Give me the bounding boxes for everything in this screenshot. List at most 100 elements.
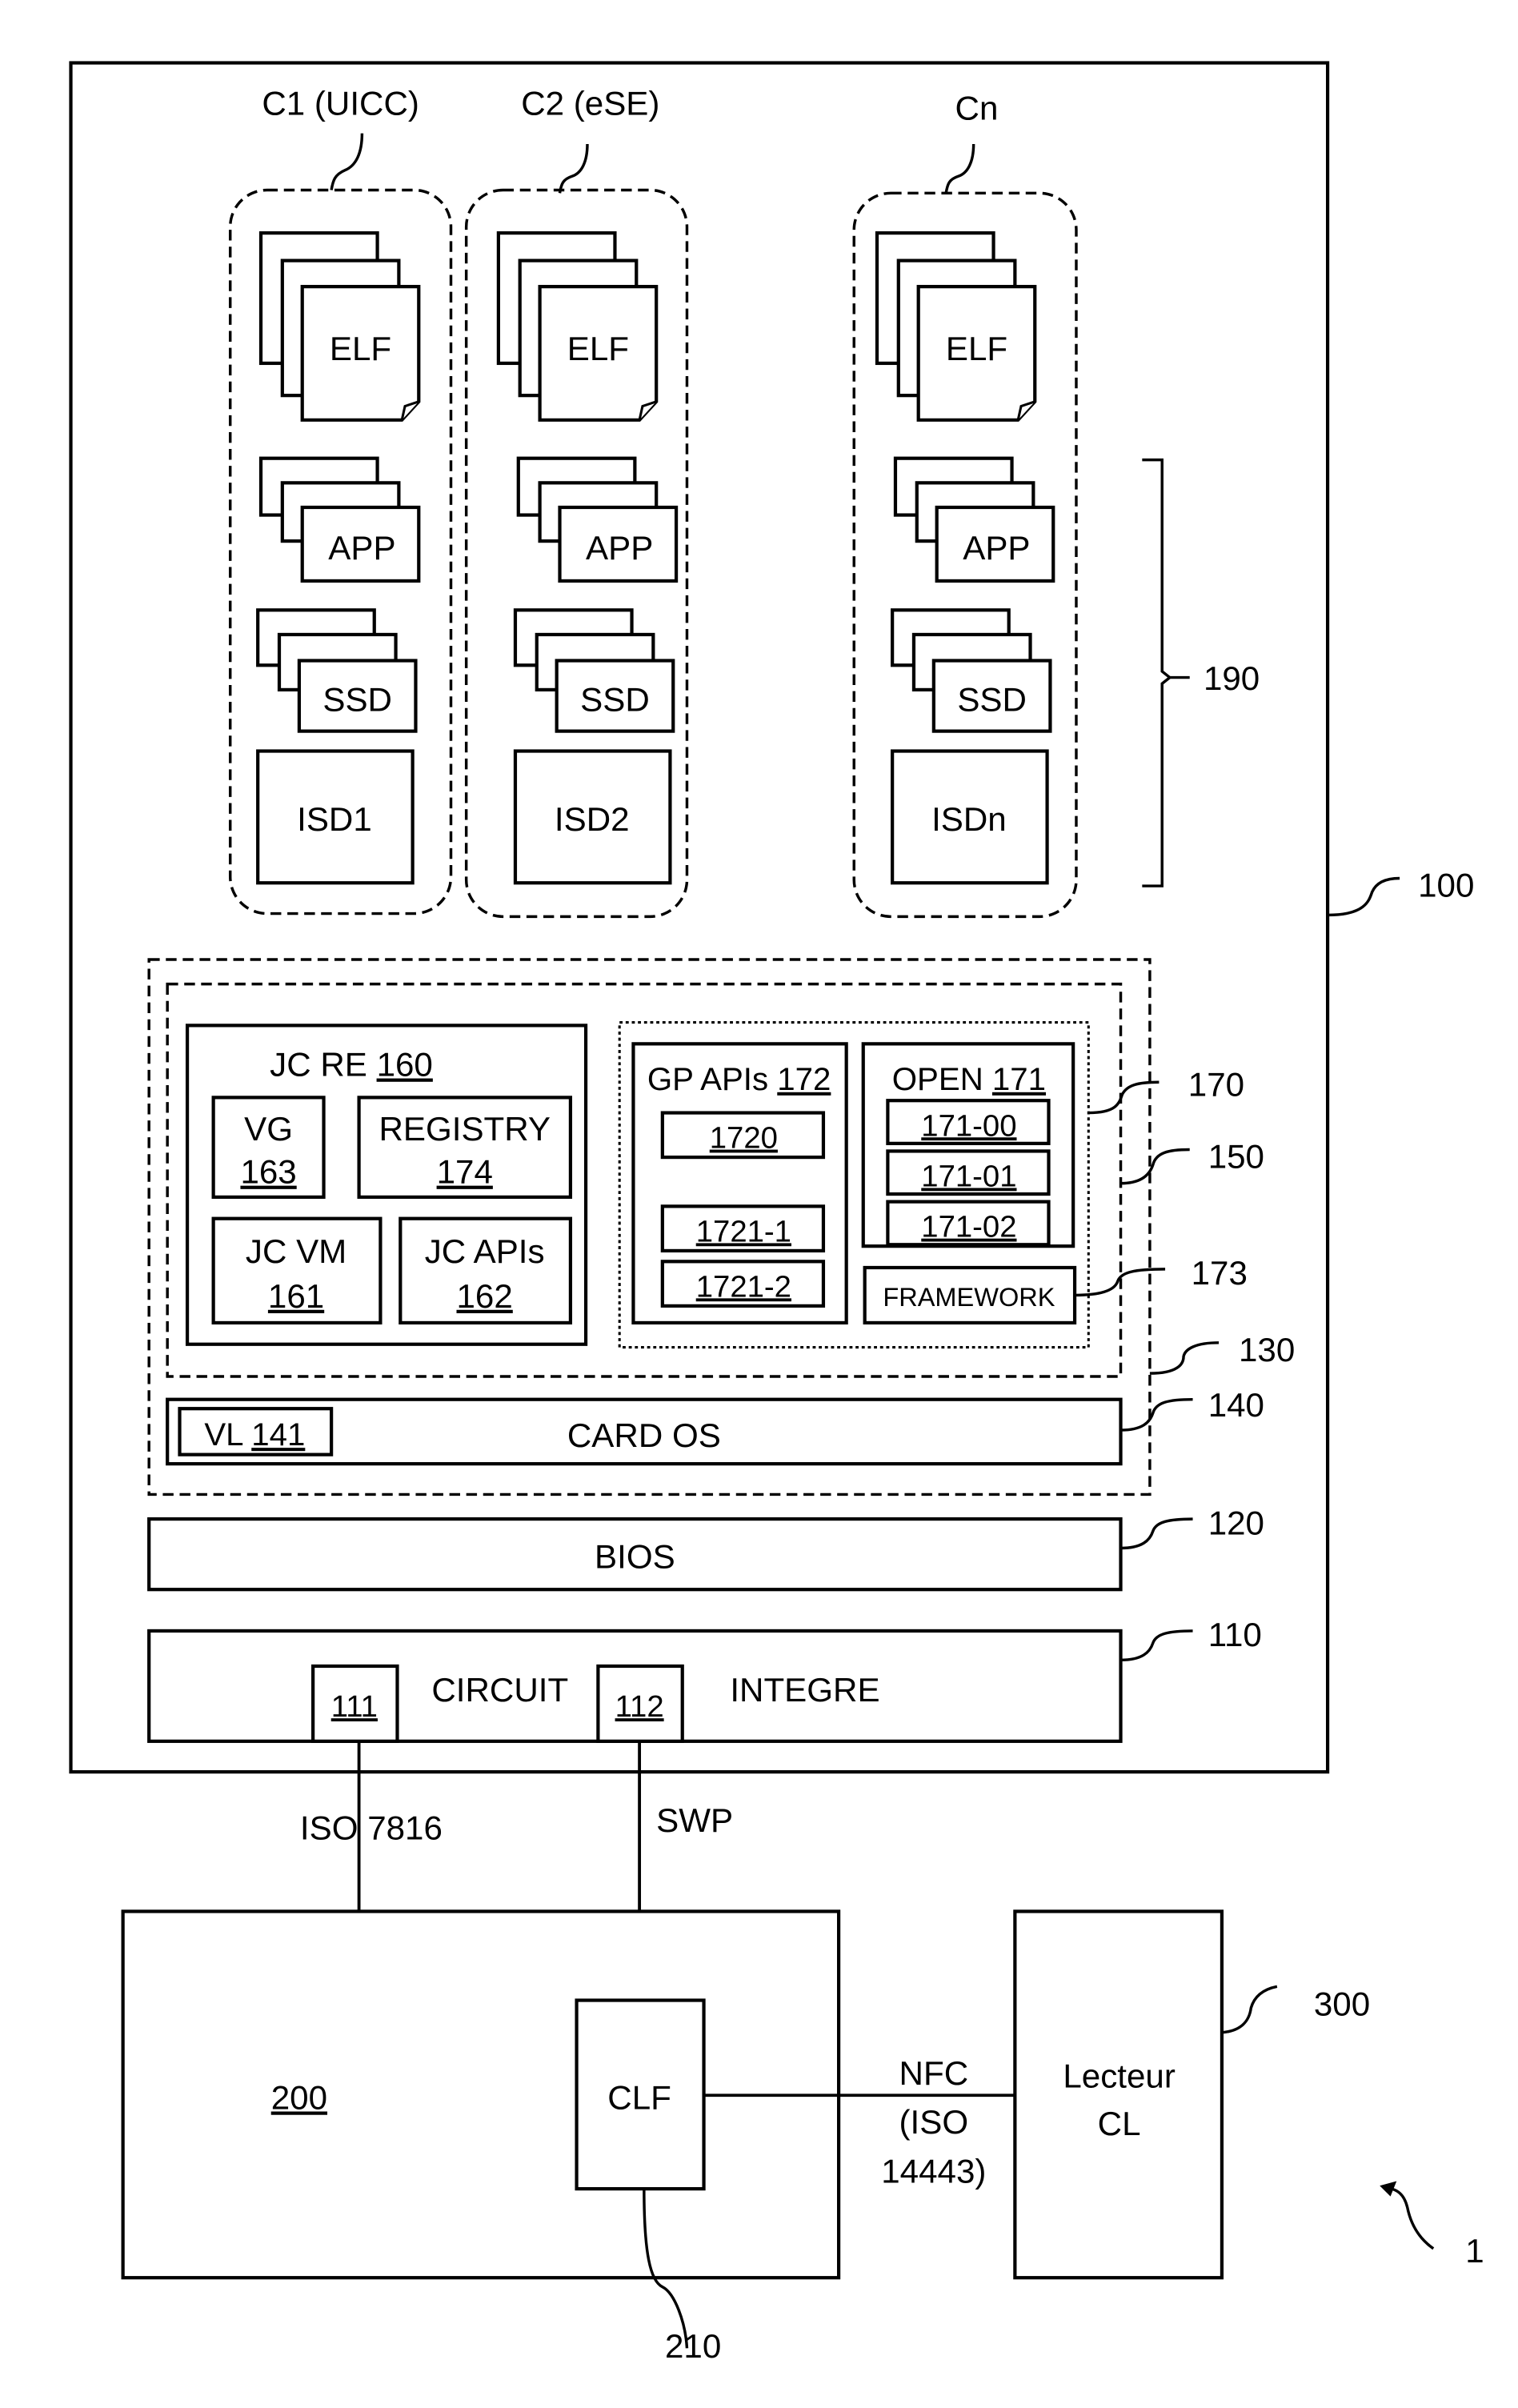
bios-box: [147, 1517, 1123, 1592]
isd-label: ISD1: [297, 800, 372, 838]
gp-apis-ref: 172: [777, 1061, 831, 1097]
integre-label: INTEGRE: [730, 1671, 879, 1709]
ssd-label: SSD: [322, 681, 392, 719]
leader-170: [1088, 1080, 1160, 1115]
vg-ref: 163: [240, 1153, 296, 1191]
app-stack: APP: [893, 456, 1055, 583]
ref-120: 120: [1208, 1504, 1264, 1541]
ref-190: 190: [1204, 659, 1260, 697]
open-171-02: [886, 1200, 1051, 1247]
port-111: [311, 1664, 399, 1743]
api-1721-2-label: 1721-2: [696, 1269, 791, 1304]
container-boundary: [228, 188, 453, 916]
leader-120: [1120, 1517, 1193, 1550]
ssd-label: SSD: [957, 681, 1027, 719]
ref-210: 210: [665, 2327, 721, 2365]
open-171-01-label: 171-01: [921, 1159, 1016, 1193]
reader-line1: Lecteur: [1063, 2057, 1176, 2095]
isd-box: [256, 749, 415, 885]
leader-140: [1120, 1397, 1193, 1432]
bios-label: BIOS: [595, 1537, 675, 1575]
isd-label: ISD2: [555, 800, 630, 838]
app-stack: APP: [516, 456, 679, 583]
jcvm-box: [211, 1216, 383, 1325]
arrowhead-icon: [1380, 2181, 1397, 2197]
vg-box: [211, 1096, 326, 1199]
app-label: APP: [586, 529, 653, 567]
open-171-00-label: 171-00: [921, 1108, 1016, 1143]
ref-173: 173: [1192, 1254, 1248, 1292]
ref-170: 170: [1188, 1065, 1244, 1103]
jcapis-label: JC APIs: [425, 1232, 545, 1270]
figure-arrow-icon: [1384, 2186, 1435, 2250]
port-112: [596, 1664, 684, 1743]
api-1721-2: [660, 1260, 826, 1308]
leader-300: [1221, 1985, 1278, 2034]
elf-label: ELF: [567, 330, 629, 367]
circuit-label: CIRCUIT: [431, 1671, 568, 1709]
vl-label: VL 141: [204, 1416, 305, 1452]
app-label: APP: [963, 529, 1030, 567]
container-label: C2 (eSE): [521, 85, 659, 122]
port-112-label: 112: [615, 1689, 664, 1724]
registry-box: [357, 1096, 573, 1199]
api-1720-label: 1720: [710, 1121, 778, 1156]
registry-ref: 174: [437, 1153, 493, 1191]
gp-170-boundary: [618, 1020, 1090, 1349]
elf-stack: ELF: [258, 231, 421, 422]
api-1721-1-label: 1721-1: [696, 1214, 791, 1248]
leader-110: [1120, 1629, 1193, 1662]
jcre-ref: 160: [377, 1046, 433, 1084]
vg-label: VG: [244, 1110, 293, 1148]
registry-label: REGISTRY: [378, 1110, 551, 1148]
elf-label: ELF: [330, 330, 391, 367]
iso7816-label: ISO 7816: [300, 1809, 443, 1846]
elf-stack: ELF: [875, 231, 1037, 422]
container-c2: C2 (eSE) ELF APP SSD ISD2: [464, 85, 689, 919]
container-label: C1 (UICC): [262, 85, 419, 122]
clf-label: CLF: [607, 2079, 671, 2117]
app-stack: APP: [258, 456, 421, 583]
leader-100: [1328, 876, 1400, 917]
open-title: OPEN 171: [892, 1061, 1046, 1097]
api-1721-1: [660, 1204, 826, 1253]
terminal-ref: 200: [271, 2079, 327, 2117]
open-171-02-label: 171-02: [921, 1210, 1016, 1244]
nfc-label: NFC: [899, 2054, 969, 2092]
ref-100: 100: [1418, 866, 1474, 904]
card-os-label: CARD OS: [567, 1416, 721, 1454]
nfc-14443-label: 14443): [881, 2152, 986, 2190]
leader-130: [1149, 1341, 1220, 1375]
jcvm-ref: 161: [268, 1277, 324, 1315]
container-boundary: [464, 188, 689, 919]
framework-label: FRAMEWORK: [883, 1283, 1055, 1312]
ref-300: 300: [1314, 1985, 1370, 2023]
leader-150: [1120, 1148, 1190, 1185]
leader-cn: [944, 144, 975, 194]
platform-130-boundary: [147, 958, 1152, 1496]
ssd-stack: SSD: [256, 608, 418, 733]
jcre-title: JC RE 160: [270, 1046, 433, 1084]
leader-c1: [330, 133, 364, 190]
nfc-iso-label: (ISO: [899, 2103, 969, 2141]
open-171-01: [886, 1149, 1051, 1196]
ref-130: 130: [1239, 1331, 1295, 1368]
figure-ref: 1: [1465, 2232, 1484, 2270]
ref-140: 140: [1208, 1386, 1264, 1424]
open-ref: 171: [992, 1061, 1046, 1097]
container-c1: C1 (UICC) ELF APP SSD ISD1: [228, 85, 453, 916]
gp-apis-title: GP APIs 172: [647, 1061, 831, 1097]
jcapis-ref: 162: [457, 1277, 513, 1315]
container-label: Cn: [955, 89, 999, 126]
container-cn: Cn ELF APP SSD ISDn: [852, 89, 1078, 919]
ssd-stack: SSD: [513, 608, 675, 733]
ssd-stack: SSD: [891, 608, 1052, 733]
swp-label: SWP: [656, 1801, 733, 1839]
reader-line2: CL: [1098, 2105, 1141, 2142]
ssd-label: SSD: [580, 681, 650, 719]
vl-box: [178, 1407, 334, 1456]
open-171-00: [886, 1099, 1051, 1145]
isd-box: [891, 749, 1049, 885]
vl-ref: 141: [251, 1416, 305, 1452]
